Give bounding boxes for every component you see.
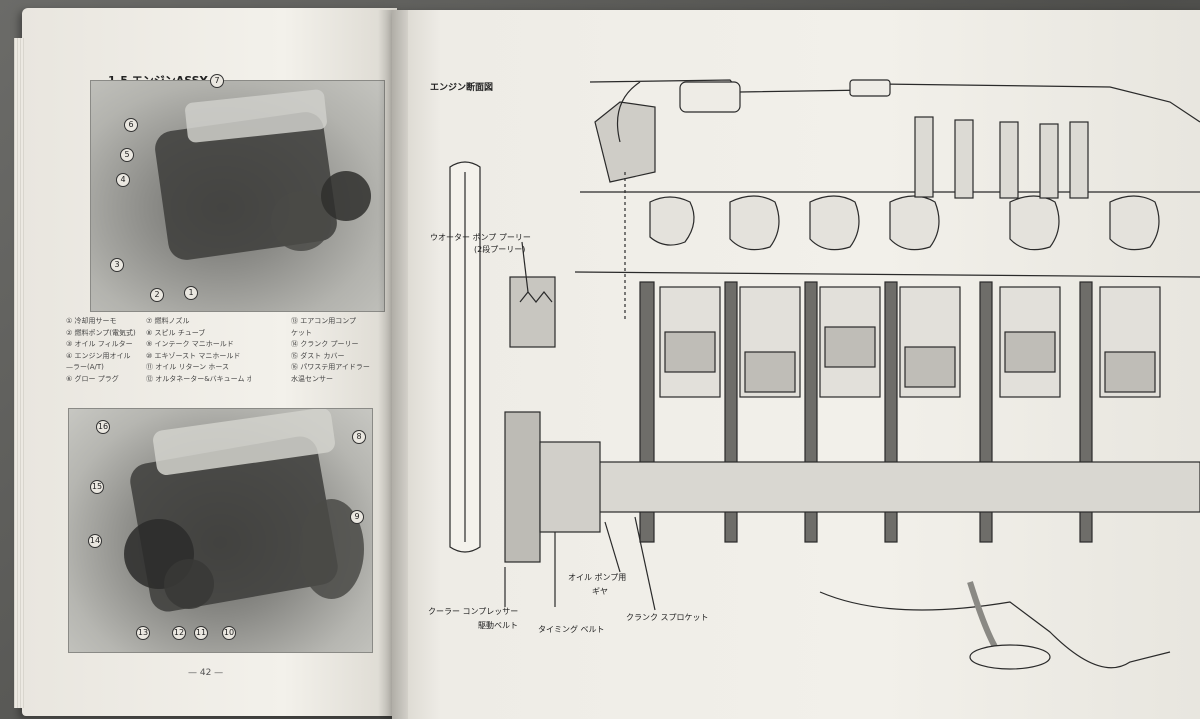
callout-bottom-10: 10: [222, 626, 236, 640]
callout-top-5: 5: [120, 148, 134, 162]
callout-bottom-9: 9: [350, 510, 364, 524]
label-oil-pump-gear-2: ギヤ: [592, 587, 608, 596]
legend-item: ③ オイル フィルター: [66, 340, 133, 348]
callout-top-7: 7: [210, 74, 224, 88]
callout-top-1: 1: [184, 286, 198, 300]
label-cooler-compressor: クーラー コンプレッサー: [428, 607, 519, 616]
legend-item: ⑯ パワステ用アイドラー: [291, 363, 370, 371]
callout-bottom-14: 14: [88, 534, 102, 548]
legend-item: ケット: [291, 328, 312, 337]
callout-bottom-16: 16: [96, 420, 110, 434]
callout-bottom-15: 15: [90, 480, 104, 494]
legend-item: ⑥ グロー プラグ: [66, 374, 119, 383]
legend-item: ① 冷却用サーモ: [66, 317, 117, 325]
legend-item: ⑧ スピル チューブ: [146, 328, 206, 337]
diagram-title: エンジン断面図: [430, 83, 494, 93]
callout-bottom-13: 13: [136, 626, 150, 640]
label-drive-belt: 駆動ベルト: [478, 621, 518, 630]
book-gutter: [378, 10, 408, 719]
legend-item: ⑦ 燃料ノズル: [146, 317, 190, 325]
engine-cross-section-diagram: [449, 79, 1200, 670]
label-oil-pump-gear-1: オイル ポンプ用: [568, 573, 627, 582]
legend-item: ⑩ エキゾースト マニホールド: [146, 351, 241, 360]
label-water-pump-pulley: ウオーター ポンプ プーリー: [430, 233, 531, 242]
engine-photo-top: [90, 80, 385, 312]
legend-item: 水温センサー: [291, 374, 333, 383]
legend-item: ② 燃料ポンプ(電気式): [66, 328, 136, 337]
legend-item: —ラー(A/T): [66, 363, 104, 371]
legend-item: ⑭ クランク プーリー: [291, 340, 359, 348]
label-timing-belt: タイミング ベルト: [538, 625, 605, 634]
legend-item: ④ エンジン用オイル: [66, 351, 131, 360]
page-number: — 42 —: [188, 668, 224, 678]
callout-top-4: 4: [116, 173, 130, 187]
label-two-stage-pulley: (2段プーリー): [474, 245, 526, 254]
callout-bottom-8: 8: [352, 430, 366, 444]
callout-bottom-11: 11: [194, 626, 208, 640]
callout-top-2: 2: [150, 288, 164, 302]
legend-item: ⑫ オルタネーター&バキューム ポンプ: [146, 374, 251, 383]
callout-top-6: 6: [124, 118, 138, 132]
legend-item: ⑪ オイル リターン ホース: [146, 363, 229, 371]
callout-bottom-12: 12: [172, 626, 186, 640]
legend-item: ⑨ インテーク マニホールド: [146, 340, 234, 348]
legend-item: ⑬ エアコン用コンプ: [291, 317, 357, 325]
label-crank-sprocket: クランク スプロケット: [626, 613, 709, 622]
callout-top-3: 3: [110, 258, 124, 272]
engine-photo-bottom: [68, 408, 373, 653]
legend-item: ⑮ ダスト カバー: [291, 351, 345, 360]
